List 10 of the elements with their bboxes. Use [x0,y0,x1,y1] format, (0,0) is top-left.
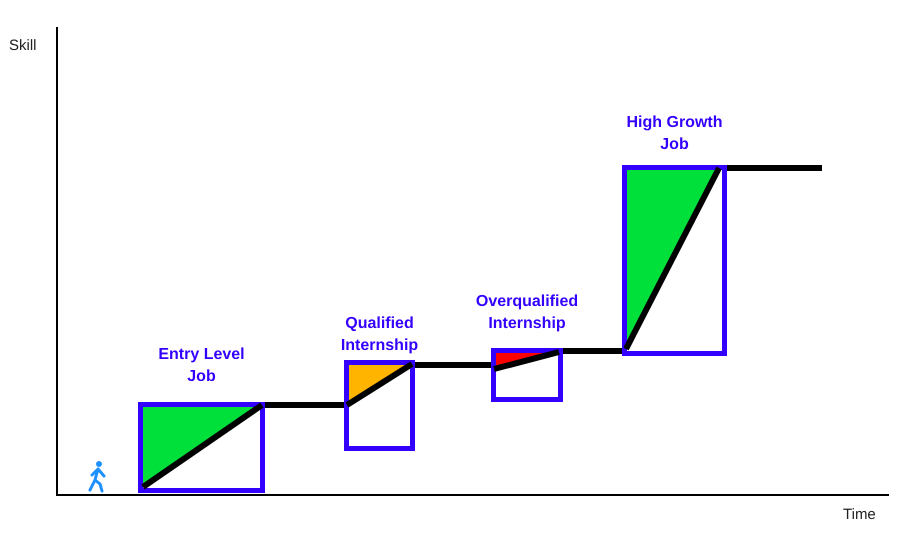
box-title: Qualified Internship [340,314,420,356]
box-title: High Growth Job [626,113,724,155]
skill-line [265,402,344,408]
box-title: Overqualified Internship [474,292,580,334]
axis-label: Skill [9,37,37,54]
skill-line [563,348,622,354]
axis-label: Time [843,506,876,523]
box-title: Entry Level Job [157,345,246,387]
skill-line [727,165,822,171]
skill-line [415,362,491,368]
